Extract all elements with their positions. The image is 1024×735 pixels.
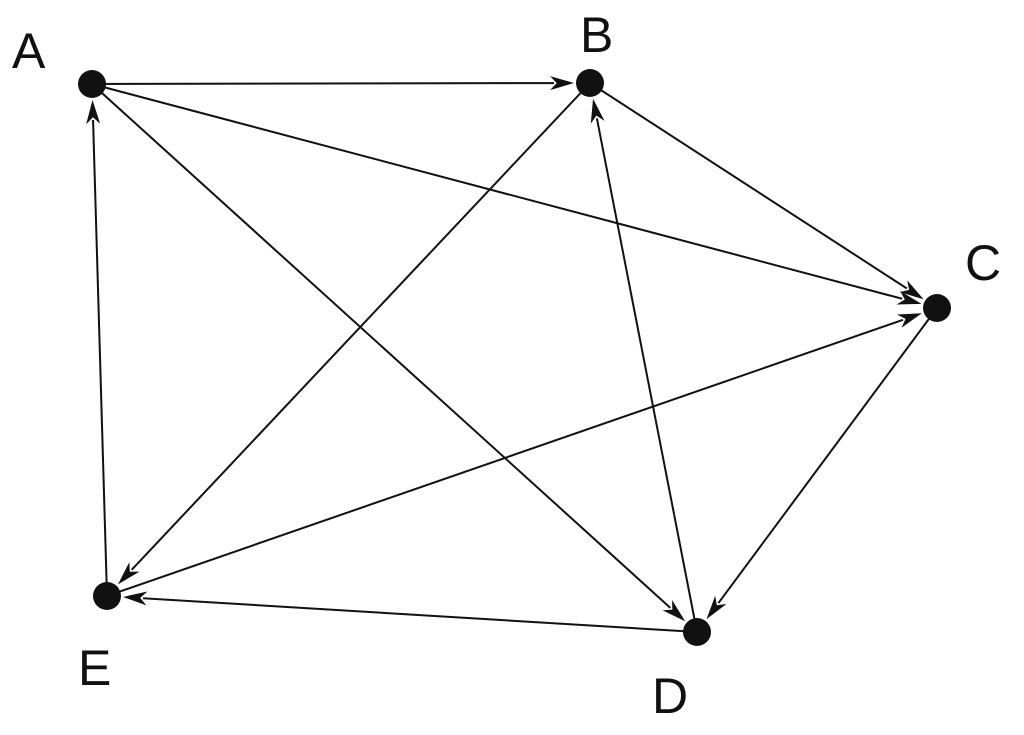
edge-e-to-a <box>86 99 108 597</box>
edge-a-to-c <box>91 83 922 305</box>
edge-line <box>717 307 938 604</box>
edge-line <box>91 82 555 85</box>
arrowhead <box>896 313 922 328</box>
edge-line <box>91 83 903 300</box>
nodes-layer <box>78 69 951 646</box>
node-d <box>683 618 711 646</box>
edge-line <box>130 82 591 571</box>
edge-line <box>142 597 698 633</box>
arrowhead <box>117 562 140 585</box>
arrowhead <box>662 599 686 622</box>
edge-line <box>589 82 908 290</box>
edge-line <box>91 83 671 609</box>
arrowhead <box>122 591 148 606</box>
edge-d-to-b <box>590 98 698 633</box>
edge-e-to-c <box>106 313 922 597</box>
labels-layer: A B C D E <box>12 7 1001 724</box>
node-e <box>93 582 121 610</box>
edge-b-to-e <box>117 82 591 585</box>
edge-c-to-d <box>706 307 938 620</box>
edge-line <box>106 318 904 597</box>
arrowhead <box>706 595 727 620</box>
arrowhead <box>549 76 575 91</box>
arrowhead <box>896 290 922 305</box>
arrowhead <box>899 280 924 300</box>
arrowhead <box>590 98 605 124</box>
edge-a-to-b <box>91 76 575 91</box>
edge-d-to-e <box>122 591 698 633</box>
node-label-d: D <box>652 668 688 724</box>
edge-line <box>92 119 108 597</box>
node-c <box>923 294 951 322</box>
edge-b-to-c <box>589 82 924 300</box>
arrowhead <box>86 99 101 125</box>
node-label-e: E <box>78 640 111 696</box>
node-label-a: A <box>12 23 46 79</box>
node-a <box>78 70 106 98</box>
node-label-b: B <box>580 7 613 63</box>
node-label-c: C <box>965 235 1001 291</box>
edge-a-to-d <box>91 83 686 622</box>
node-b <box>576 69 604 97</box>
edges-layer <box>86 76 938 633</box>
edge-line <box>595 118 698 633</box>
